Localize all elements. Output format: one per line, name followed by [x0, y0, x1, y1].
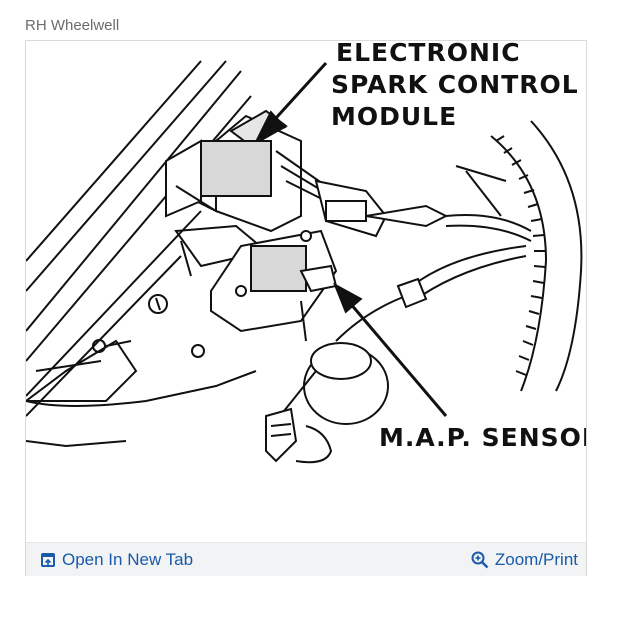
- connector-plug: [314, 179, 449, 238]
- magnifier-plus-icon: [471, 551, 489, 569]
- figure-caption: RH Wheelwell: [25, 17, 120, 34]
- esc-label-line2: SPARK CONTROL: [331, 70, 579, 99]
- zoom-print-link[interactable]: Zoom/Print: [471, 550, 578, 570]
- bottom-connector: [265, 407, 333, 464]
- open-in-new-tab-label: Open In New Tab: [62, 550, 194, 569]
- zoom-print-label: Zoom/Print: [494, 550, 578, 569]
- wiring-harness: [335, 120, 583, 392]
- wiring-diagram[interactable]: ELECTRONIC SPARK CONTROL MODULE M.A.P. S…: [26, 41, 586, 541]
- spark-control-module: [165, 109, 337, 233]
- figure-frame: ELECTRONIC SPARK CONTROL MODULE M.A.P. S…: [25, 40, 587, 576]
- esc-label-line1: ELECTRONIC: [336, 41, 521, 67]
- open-in-new-tab-link[interactable]: Open In New Tab: [40, 550, 193, 570]
- round-canister: [275, 342, 389, 425]
- wheelwell-edges: [26, 60, 252, 417]
- figure-toolbar: Open In New Tab Zoom/Print: [26, 542, 586, 576]
- map-sensor-label: M.A.P. SENSOR: [379, 423, 586, 452]
- inner-panel: [26, 224, 269, 448]
- esc-label-line3: MODULE: [331, 102, 457, 131]
- open-in-new-tab-icon: [40, 552, 56, 568]
- map-sensor: [210, 229, 338, 342]
- callout-arrows: [254, 61, 448, 417]
